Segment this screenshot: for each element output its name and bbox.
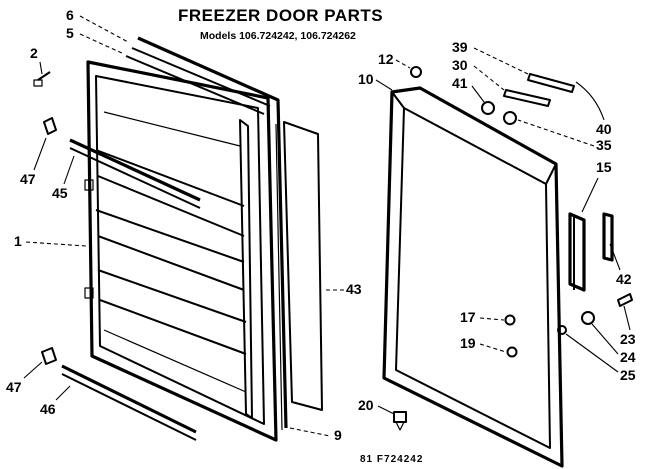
hinge-pin-20-part <box>393 411 407 431</box>
trim-strip-30-part <box>503 89 551 107</box>
trim-strip-39-part <box>527 73 575 93</box>
diagram-title: FREEZER DOOR PARTS <box>178 6 383 25</box>
callout-47-bottom: 47 <box>6 379 22 395</box>
hinge-bracket-part <box>568 212 586 292</box>
callout-23: 23 <box>620 331 636 347</box>
callout-42: 42 <box>616 271 632 287</box>
callout-20: 20 <box>358 397 374 413</box>
callout-39: 39 <box>452 39 468 55</box>
callout-43: 43 <box>346 281 362 297</box>
callout-19: 19 <box>460 335 476 351</box>
callout-9: 9 <box>334 427 342 443</box>
washer-25-part <box>557 325 567 335</box>
breaker-strip-part <box>275 121 323 431</box>
callout-46: 46 <box>40 401 56 417</box>
callout-6: 6 <box>66 7 74 23</box>
callout-40: 40 <box>596 121 612 137</box>
screw-part <box>33 71 51 87</box>
callout-10: 10 <box>358 71 374 87</box>
clip-bottom-part <box>41 347 57 365</box>
bottom-rail-part <box>61 364 197 441</box>
screw-17-part <box>504 314 516 326</box>
screw-19-part <box>506 346 518 358</box>
callout-2: 2 <box>30 45 38 61</box>
pin-23-part <box>617 293 633 307</box>
callout-24: 24 <box>620 349 636 365</box>
callout-45: 45 <box>52 185 68 201</box>
models-subtitle: Models 106.724242, 106.724262 <box>200 30 356 42</box>
bushing-24-part <box>581 311 595 325</box>
shelf-rail-part <box>69 138 201 209</box>
cap-35-part <box>503 111 517 125</box>
callout-5: 5 <box>66 25 74 41</box>
diagram-code: 81 F724242 <box>360 454 423 465</box>
callout-12: 12 <box>378 51 394 67</box>
plug-12-part <box>410 66 422 78</box>
clip-top-part <box>43 117 57 135</box>
callout-47-top: 47 <box>20 171 36 187</box>
handle-trim-part <box>602 212 614 262</box>
door-gasket-part <box>125 36 288 429</box>
outer-door-part <box>382 86 564 468</box>
callout-30: 30 <box>452 57 468 73</box>
callout-17: 17 <box>460 309 476 325</box>
callout-15: 15 <box>596 159 612 175</box>
callout-1: 1 <box>14 233 22 249</box>
callout-41: 41 <box>452 75 468 91</box>
callout-35: 35 <box>596 137 612 153</box>
door-liner-part <box>84 60 278 442</box>
callout-25: 25 <box>620 367 636 383</box>
cap-41-part <box>481 101 495 115</box>
